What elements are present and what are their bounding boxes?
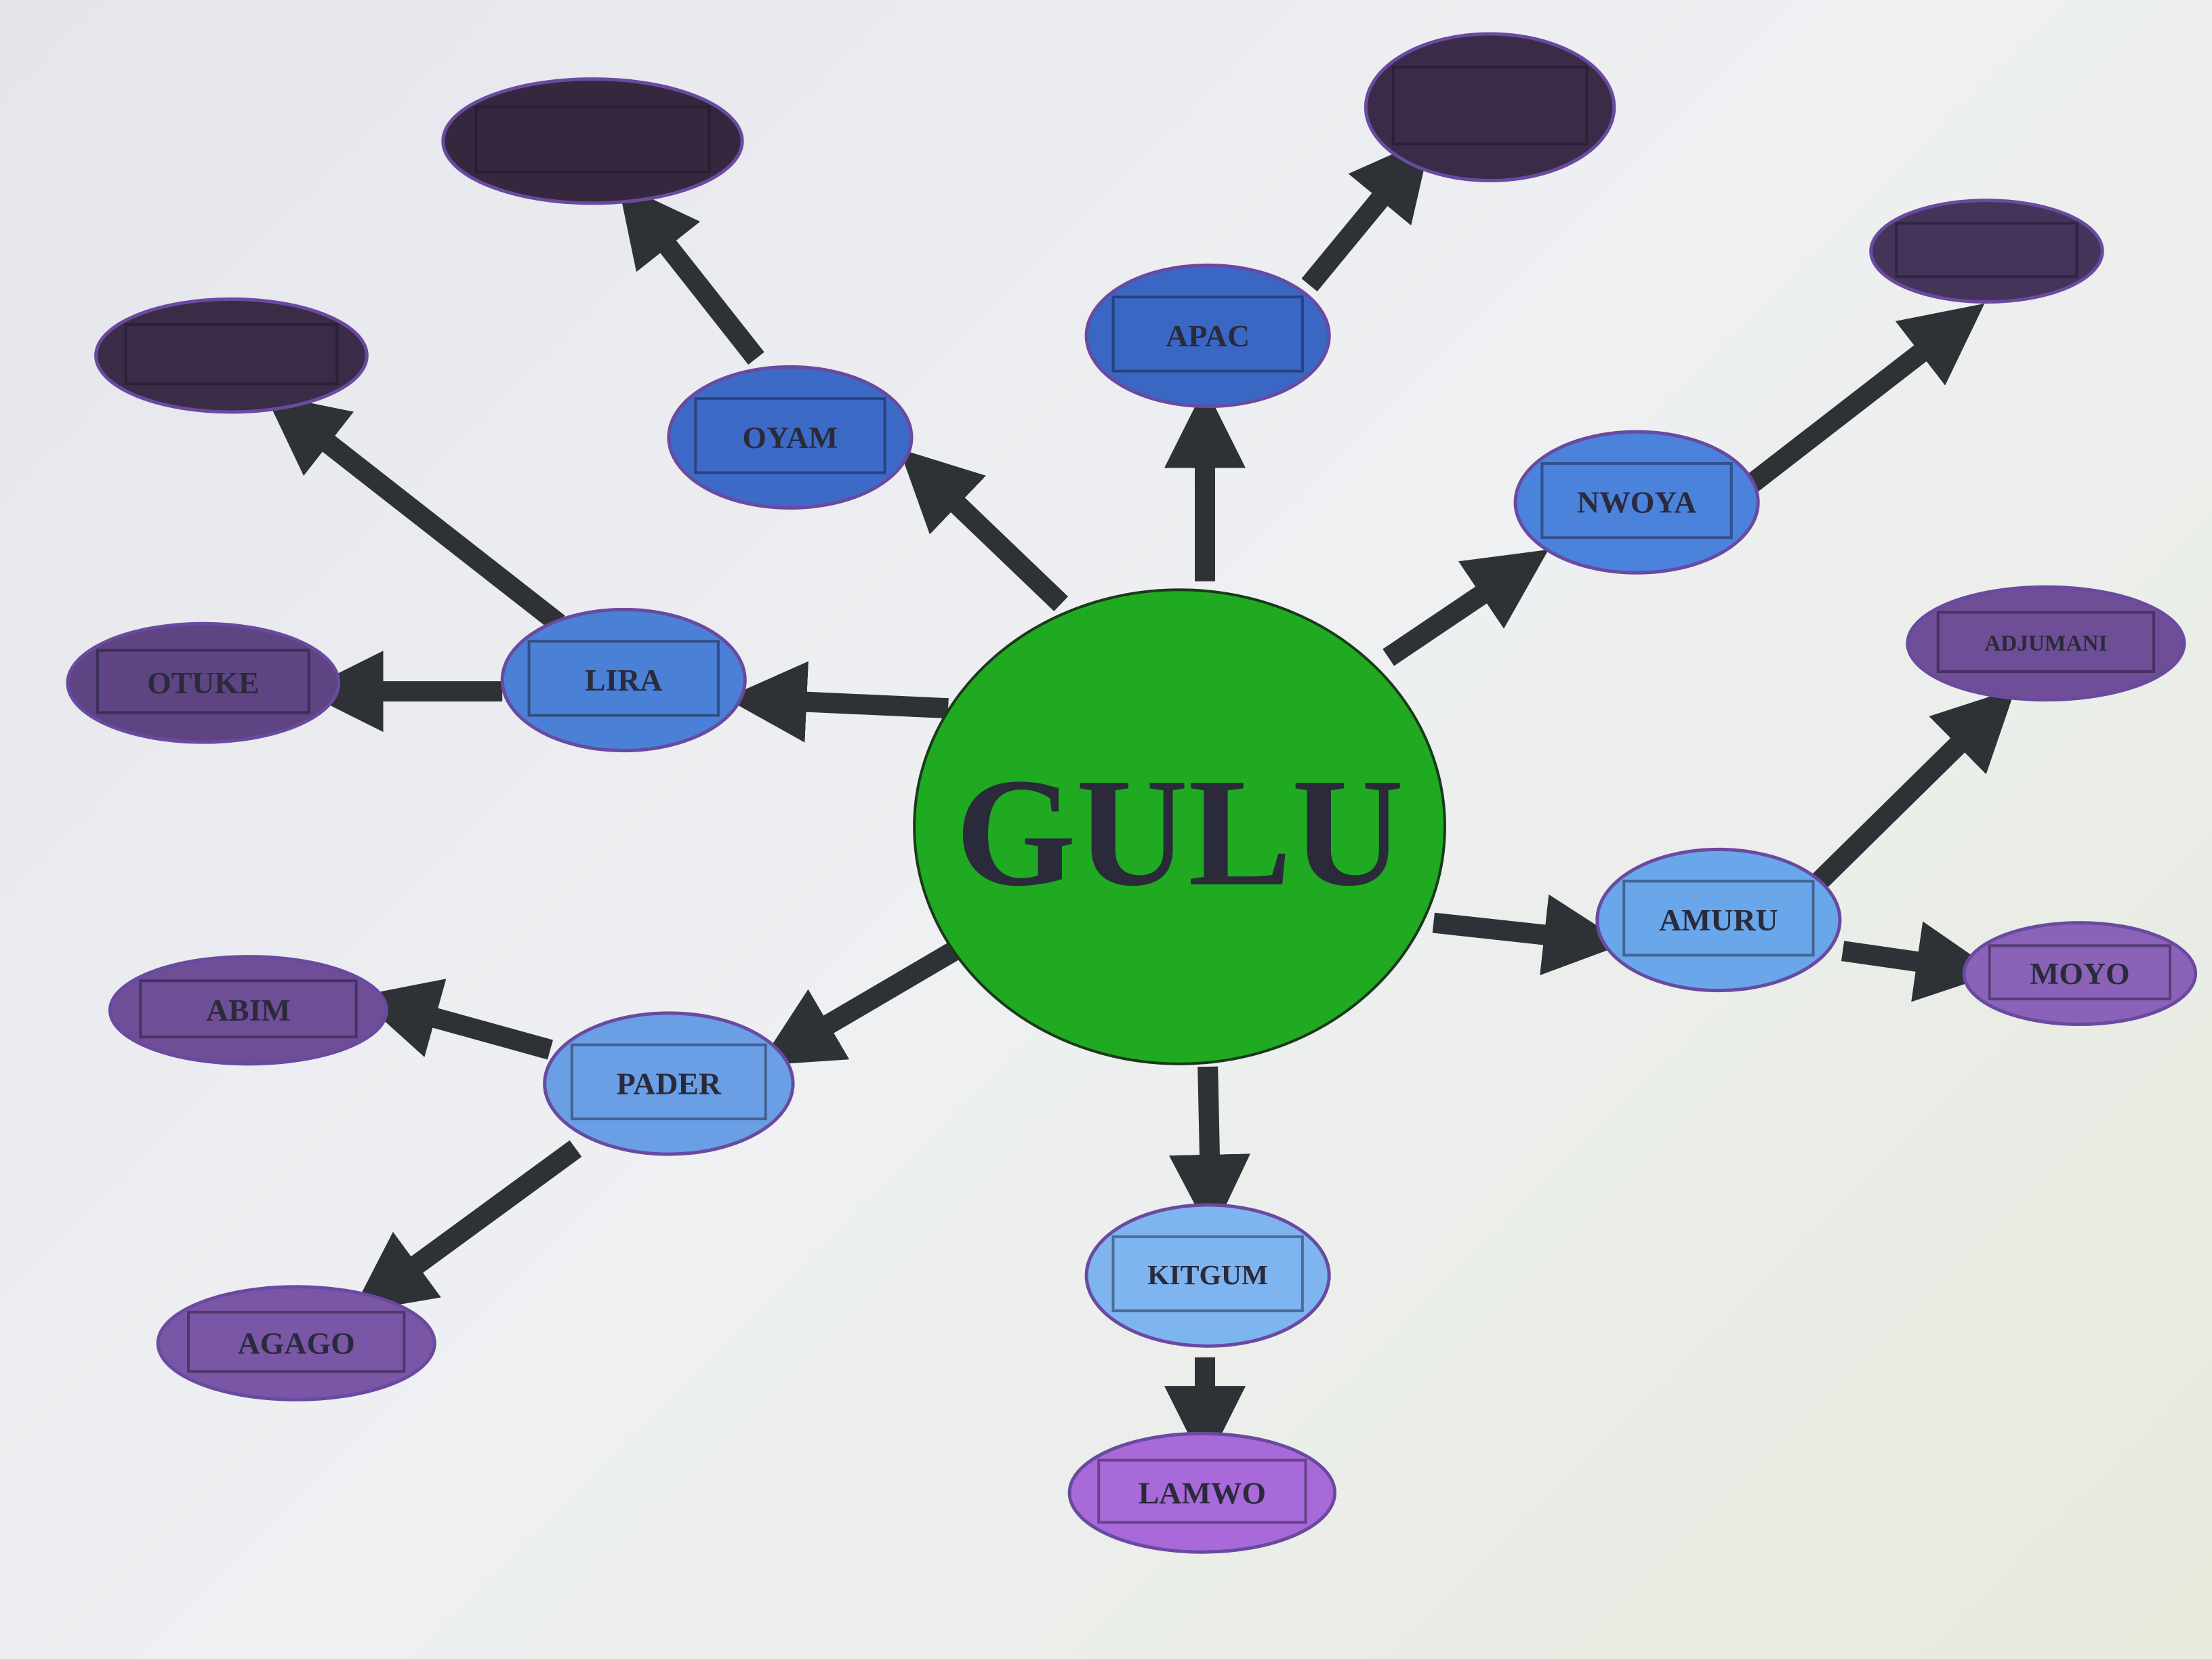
node-ellipse <box>441 77 744 205</box>
node-blank-top <box>1364 32 1616 182</box>
node-ellipse <box>1084 263 1331 409</box>
node-lira: LIRA <box>500 607 747 753</box>
label-box <box>1936 611 2156 674</box>
label-box <box>570 1043 767 1121</box>
node-agago: AGAGO <box>156 1285 436 1401</box>
node-label: MOYO <box>2030 956 2130 991</box>
node-kitgum: KITGUM <box>1084 1203 1331 1348</box>
node-ellipse <box>156 1285 436 1401</box>
node-label: OTUKE <box>147 665 259 700</box>
label-box <box>474 105 711 174</box>
node-ellipse <box>1962 921 2198 1027</box>
node-ellipse <box>500 607 747 753</box>
label-box <box>1895 222 2078 279</box>
arrow-gulu-to-oyam <box>899 449 1069 611</box>
arrow-gulu-to-nwoya <box>1382 549 1549 666</box>
label-box <box>139 979 358 1039</box>
arrow-amuru-to-adjumani <box>1804 688 2016 897</box>
node-pader: PADER <box>543 1011 795 1156</box>
node-label: NWOYA <box>1577 485 1696 520</box>
label-box <box>527 640 720 717</box>
node-moyo: MOYO <box>1962 921 2198 1027</box>
node-label: ABIM <box>206 993 291 1027</box>
node-oyam: OYAM <box>667 365 914 510</box>
node-blank-right <box>1869 199 2104 304</box>
node-ellipse <box>94 297 369 414</box>
center-circle <box>913 588 1446 1065</box>
node-amuru: AMURU <box>1595 847 1842 993</box>
label-box <box>1111 1235 1304 1313</box>
node-label: LIRA <box>585 663 663 697</box>
node-ellipse <box>1513 430 1760 575</box>
arrow-nwoya-to-blank-right <box>1743 303 1985 494</box>
label-box <box>187 1311 406 1373</box>
arrow-pader-to-abim <box>356 979 553 1060</box>
label-box <box>96 649 310 714</box>
arrow-gulu-to-pader <box>758 942 960 1066</box>
node-label: KITGUM <box>1147 1260 1268 1291</box>
label-box <box>694 397 886 474</box>
node-ellipse <box>1364 32 1616 182</box>
node-ellipse <box>1067 1431 1337 1554</box>
node-blank-top-left <box>441 77 744 205</box>
label-box <box>1988 944 2172 1001</box>
node-ellipse <box>667 365 914 510</box>
label-box <box>1391 65 1589 146</box>
node-ellipse <box>1869 199 2104 304</box>
arrow-pader-to-agago <box>351 1140 582 1313</box>
node-label: APAC <box>1166 319 1250 353</box>
node-label: LAMWO <box>1139 1475 1266 1510</box>
arrow-lira-to-blank-left <box>264 393 565 632</box>
node-label: OYAM <box>743 420 838 455</box>
arrow-amuru-to-moyo <box>1841 921 1998 1002</box>
node-ellipse <box>543 1011 795 1156</box>
node-label: AGAGO <box>238 1326 355 1361</box>
node-abim: ABIM <box>108 955 388 1066</box>
node-nwoya: NWOYA <box>1513 430 1760 575</box>
node-blank-left <box>94 297 369 414</box>
node-ellipse <box>1595 847 1842 993</box>
arrow-gulu-to-amuru <box>1432 894 1626 976</box>
node-ellipse <box>1084 1203 1331 1348</box>
label-box <box>124 323 339 386</box>
arrow-apac-to-blank-top <box>1301 136 1432 292</box>
label-box <box>1540 462 1733 539</box>
node-label: ADJUMANI <box>1984 631 2107 656</box>
node-label: GULU <box>956 746 1404 918</box>
node-ellipse <box>1906 585 2186 702</box>
node-gulu: GULU <box>913 588 1446 1065</box>
arrow-oyam-to-blank-top-left <box>617 182 764 365</box>
node-ellipse <box>108 955 388 1066</box>
arrow-gulu-to-kitgum <box>1168 1066 1250 1236</box>
arrow-gulu-to-lira <box>725 661 949 743</box>
node-label: PADER <box>617 1066 722 1101</box>
node-apac: APAC <box>1084 263 1331 409</box>
node-lamwo: LAMWO <box>1067 1431 1337 1554</box>
label-box <box>1622 880 1815 957</box>
node-ellipse <box>66 621 341 744</box>
label-box <box>1097 1458 1307 1524</box>
label-box <box>1111 295 1304 373</box>
node-adjumani: ADJUMANI <box>1906 585 2186 702</box>
node-label: AMURU <box>1659 903 1778 937</box>
node-otuke: OTUKE <box>66 621 341 744</box>
